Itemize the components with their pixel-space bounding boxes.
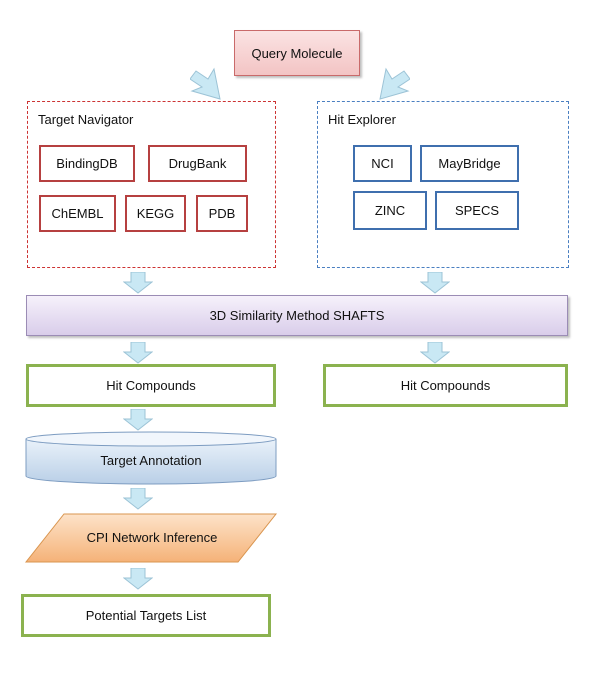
db-pdb: PDB (196, 195, 248, 232)
db-zinc: ZINC (353, 191, 427, 230)
arrow-down-icon (123, 409, 153, 431)
arrow-down-icon (420, 342, 450, 364)
arrow-query-to-navigator-icon (190, 67, 221, 100)
target-navigator-title: Target Navigator (38, 112, 134, 127)
arrow-down-icon (123, 488, 153, 510)
db-specs: SPECS (435, 191, 519, 230)
cpi-network-label: CPI Network Inference (86, 529, 218, 545)
arrow-down-icon (123, 342, 153, 364)
hit-compounds-left-box: Hit Compounds (26, 364, 276, 407)
potential-targets-box: Potential Targets List (21, 594, 271, 637)
target-navigator-panel: Target Navigator (27, 101, 276, 268)
target-annotation-cylinder (25, 431, 277, 485)
shafts-label: 3D Similarity Method SHAFTS (209, 308, 385, 323)
arrow-down-icon (123, 568, 153, 590)
hit-explorer-panel: Hit Explorer (317, 101, 569, 268)
db-bindingdb: BindingDB (39, 145, 135, 182)
db-maybridge: MayBridge (420, 145, 519, 182)
cpi-network-parallelogram (24, 513, 278, 563)
hit-explorer-title: Hit Explorer (328, 112, 396, 127)
db-nci: NCI (353, 145, 412, 182)
db-drugbank: DrugBank (148, 145, 247, 182)
db-kegg: KEGG (125, 195, 186, 232)
hit-compounds-right-box: Hit Compounds (323, 364, 568, 407)
arrow-down-icon (420, 272, 450, 294)
target-annotation-label: Target Annotation (100, 452, 202, 468)
query-molecule-box: Query Molecule (234, 30, 360, 76)
arrow-down-icon (123, 272, 153, 294)
arrow-query-to-explorer-icon (379, 67, 410, 100)
query-molecule-label: Query Molecule (251, 45, 343, 61)
shafts-method-bar: 3D Similarity Method SHAFTS (26, 295, 568, 336)
db-chembl: ChEMBL (39, 195, 116, 232)
